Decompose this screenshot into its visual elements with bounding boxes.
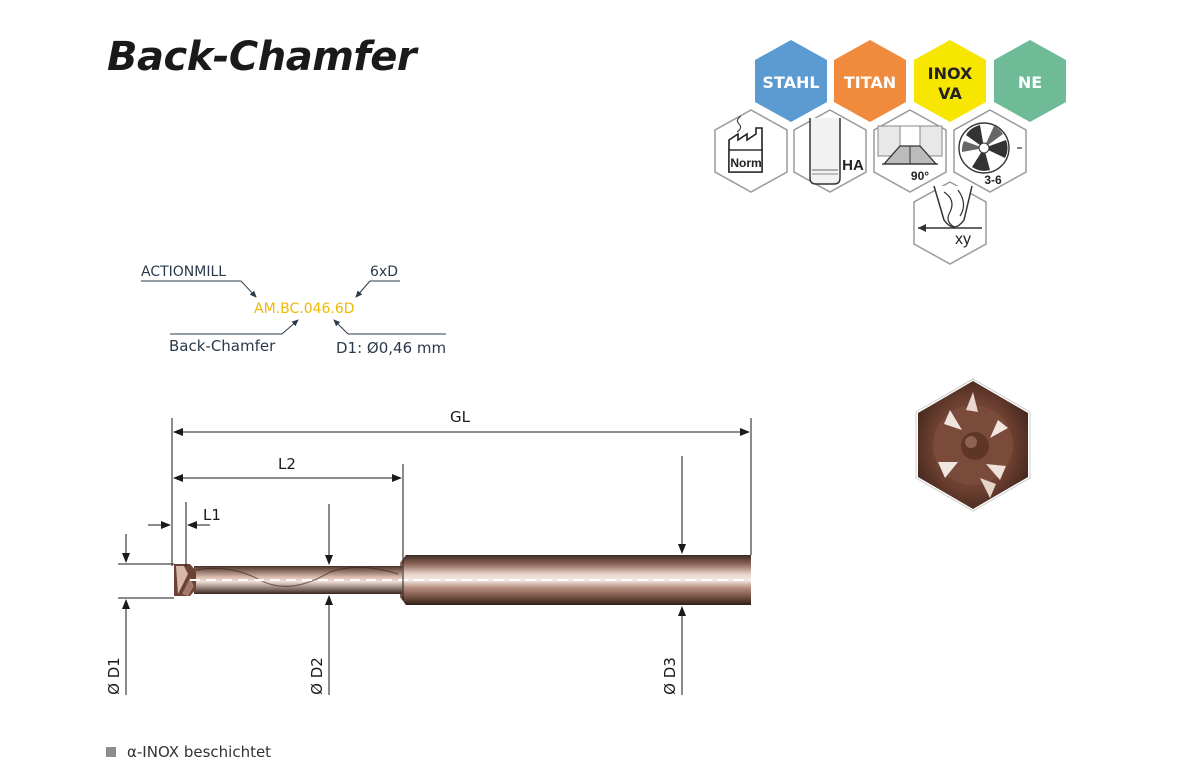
- actionmill-label: ACTIONMILL: [141, 264, 226, 280]
- material-inox-label: INOX: [928, 64, 973, 83]
- material-va-label: VA: [938, 84, 962, 103]
- dim-l2-label: L2: [278, 455, 296, 473]
- length-ratio-label: 6xD: [370, 264, 398, 280]
- dim-d2-label: Ø D2: [308, 657, 326, 695]
- xy-icon-label: xy: [955, 231, 971, 248]
- legend-square-icon: [106, 747, 116, 757]
- angle-90-icon: 90°: [873, 109, 947, 193]
- material-hex-ne: NE: [994, 40, 1066, 122]
- norm-icon-label: Norm: [730, 156, 761, 170]
- flutes-icon-label: 3-6: [984, 173, 1002, 187]
- product-code: AM.BC.046.6D: [254, 301, 355, 317]
- dim-d3-label: Ø D3: [661, 657, 679, 695]
- material-stahl-label: STAHL: [762, 73, 819, 92]
- page-title: Back-Chamfer: [107, 34, 417, 80]
- ha-shank-icon: HA: [793, 109, 867, 193]
- code-breakdown: ACTIONMILL 6xD AM.BC.046.6D Back-Chamfer…: [141, 264, 446, 357]
- dimension-lines: [118, 418, 752, 695]
- material-titan-label: TITAN: [844, 73, 896, 92]
- tool-endface-view: [915, 378, 1031, 512]
- tool-body: [174, 555, 760, 605]
- material-hex-stahl: STAHL: [755, 40, 827, 122]
- dim-l1-label: L1: [203, 506, 221, 524]
- ha-icon-label: HA: [842, 157, 864, 174]
- diameter-label: D1: Ø0,46 mm: [336, 339, 446, 357]
- norm-icon: Norm: [714, 109, 788, 193]
- dim-d1-label: Ø D1: [105, 657, 123, 695]
- coating-legend: α-INOX beschichtet: [106, 743, 271, 761]
- flutes-icon: 3-6: [953, 109, 1027, 193]
- angle-icon-label: 90°: [911, 169, 929, 183]
- type-label: Back-Chamfer: [169, 337, 276, 355]
- material-hex-inox: INOX VA: [914, 40, 986, 122]
- material-ne-label: NE: [1018, 73, 1042, 92]
- dim-gl-label: GL: [450, 408, 471, 426]
- legend-text: α-INOX beschichtet: [127, 743, 272, 761]
- material-hex-titan: TITAN: [834, 40, 906, 122]
- xy-milling-icon: xy: [913, 181, 987, 265]
